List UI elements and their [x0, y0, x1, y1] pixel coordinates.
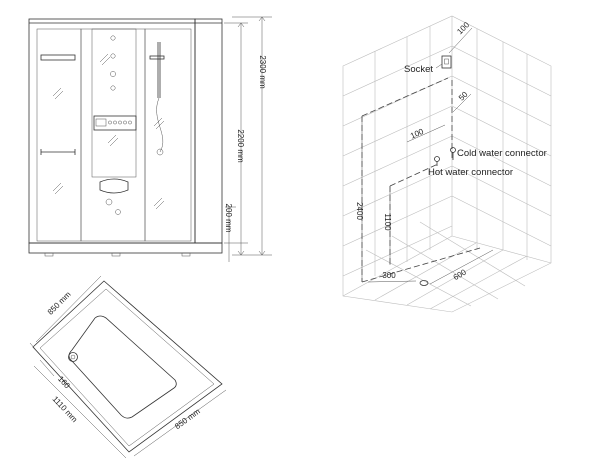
control-panel: [93, 115, 137, 131]
height-1100-label: 1100: [383, 213, 392, 231]
install-view: Socket Cold water connector Hot water co…: [342, 15, 552, 313]
cabin-base: [28, 242, 223, 254]
total-height-label: 2300 mm: [258, 55, 267, 89]
hot-water-connector: [434, 156, 440, 166]
shower-head-holder: [149, 55, 165, 60]
wall-tiles: [342, 15, 552, 313]
cold-water-connector: [450, 147, 456, 160]
drain-offset-label: 160: [56, 374, 72, 390]
offset-300-label: 300: [382, 271, 396, 280]
front-view: 2300 mm 2200 mm 200 mm: [28, 16, 272, 262]
width-label: 1110 mm: [51, 394, 80, 424]
socket-box: [441, 55, 452, 69]
install-dimension-lines: [361, 27, 494, 285]
cabin-outline: [28, 18, 196, 244]
shower-hose: [156, 97, 164, 153]
front-dimension-lines: [224, 16, 272, 262]
hot-water-label: Hot water connector: [428, 167, 513, 178]
socket-label: Socket: [404, 64, 433, 75]
cabin-side-panel: [194, 18, 223, 244]
back-panel: [91, 28, 137, 178]
offset-100-label: 100: [409, 127, 425, 141]
base-height-label: 200 mm: [224, 204, 233, 233]
body-jets: [105, 35, 121, 215]
left-glass-panel: [36, 28, 82, 242]
drain-hole: [68, 352, 78, 362]
floor-drain: [419, 280, 429, 286]
right-glass-panel: [144, 28, 192, 242]
top-offset-label: 100: [455, 20, 471, 36]
center-panel: [80, 28, 146, 242]
top-view: 850 mm 1110 mm 160 850 mm: [29, 275, 227, 459]
depth-label: 850 mm: [46, 290, 73, 317]
seat: [99, 178, 129, 194]
tray-outline: [32, 280, 223, 453]
cold-water-label: Cold water connector: [457, 148, 547, 159]
cabin-height-label: 2200 mm: [236, 129, 245, 163]
top-dimension-lines: [29, 275, 227, 459]
offset-50-label: 50: [457, 90, 470, 103]
height-2400-label: 2400: [355, 202, 364, 220]
tray-basin: [68, 315, 177, 419]
shelf-top: [40, 54, 76, 61]
